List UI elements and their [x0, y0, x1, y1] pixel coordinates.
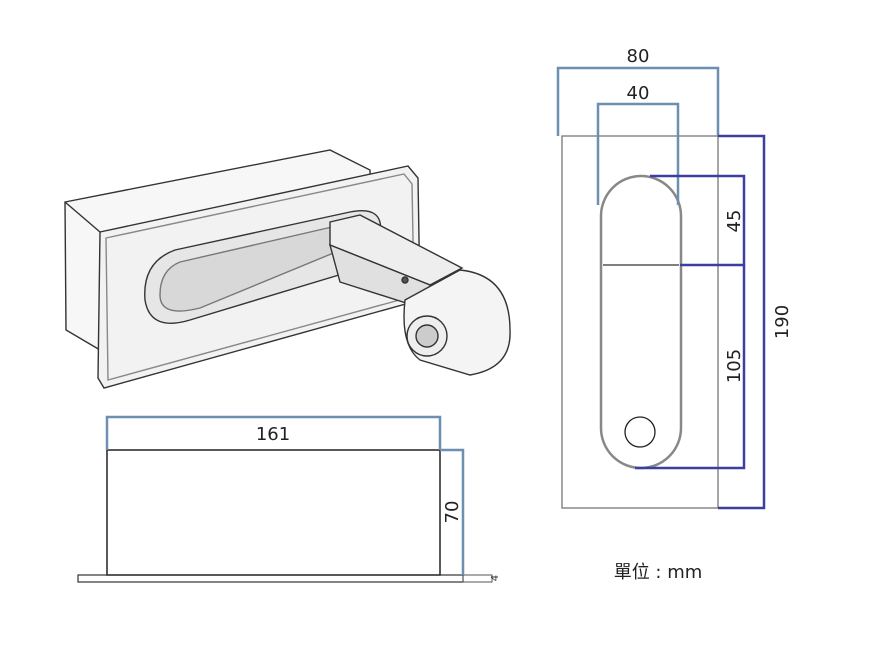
- dim-line-40: [596, 102, 680, 205]
- dim-label-80: 80: [627, 46, 650, 67]
- arm-bar: [329, 214, 464, 286]
- dim-line-190: [718, 134, 766, 510]
- dim-label-161: 161: [256, 424, 290, 445]
- dim-line-80: [556, 66, 720, 136]
- housing-edge: [64, 201, 101, 233]
- front-view: 80 40 45 105 190: [556, 46, 793, 510]
- lamp-lens-inner: [415, 324, 439, 348]
- dim-label-105: 105: [724, 349, 745, 383]
- side-body: [106, 449, 441, 576]
- product-sketch: [64, 149, 511, 389]
- dim-line-45: [650, 174, 746, 267]
- dim-label-4: 4: [490, 575, 501, 581]
- dim-label-45: 45: [724, 210, 745, 233]
- side-plate: [77, 574, 464, 583]
- dim-label-70: 70: [442, 501, 463, 524]
- lamp-lens-circle: [624, 416, 656, 448]
- front-plate-inner: [105, 173, 415, 381]
- dim-line-161: [105, 415, 442, 450]
- dim-label-40: 40: [627, 83, 650, 104]
- dim-label-190: 190: [772, 305, 793, 339]
- dim-line-105: [635, 265, 746, 470]
- dim-line-70: [440, 448, 465, 575]
- side-view: 161 70 4: [77, 415, 501, 583]
- screw: [401, 276, 409, 284]
- slot-outline: [599, 174, 683, 470]
- front-plate-outline: [561, 135, 719, 509]
- plate-thickness-marker: [462, 574, 493, 583]
- unit-label: 單位 : mm: [614, 562, 703, 583]
